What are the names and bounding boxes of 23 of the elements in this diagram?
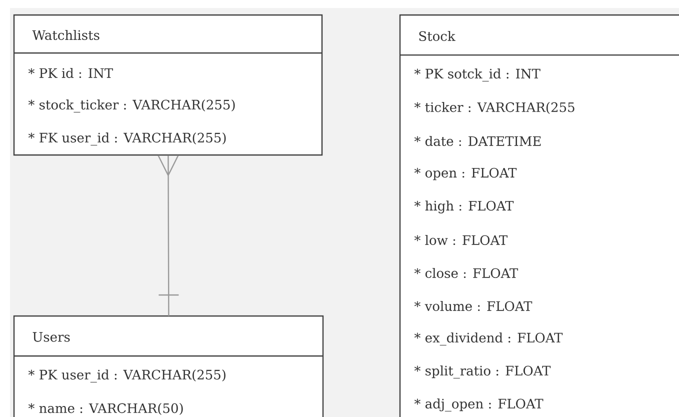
table-row: * high : FLOAT (414, 200, 514, 214)
entity-table (399, 14, 679, 417)
table-row: * PK user_id : VARCHAR(255) (28, 370, 226, 382)
table-row: * split_ratio : FLOAT (414, 366, 551, 378)
table-row: * close : FLOAT (414, 268, 518, 278)
entity-table (13, 315, 324, 417)
table-row: * PK sotck_id : INT (414, 68, 540, 82)
table-row: * ex_dividend : FLOAT (414, 332, 563, 346)
relationship-line (158, 154, 180, 317)
table-title: Watchlists (32, 30, 100, 40)
table-row: * ticker : VARCHAR(255 (414, 102, 574, 114)
table-row: * date : DATETIME (414, 136, 541, 146)
table-row: * low : FLOAT (414, 234, 508, 246)
table-row: * open : FLOAT (414, 168, 517, 180)
table-row: * adj_open : FLOAT (414, 398, 544, 412)
table-row: * stock_ticker : VARCHAR(255) (28, 100, 235, 112)
table-title: Stock (419, 30, 456, 42)
table-row: * name : VARCHAR(50) (28, 403, 183, 415)
table-title: Users (32, 332, 70, 342)
table-row: * PK id : INT (28, 68, 113, 78)
table-row: * volume : FLOAT (414, 300, 532, 312)
table-row: * FK user_id : VARCHAR(255) (28, 132, 226, 146)
entity-table (13, 14, 323, 156)
